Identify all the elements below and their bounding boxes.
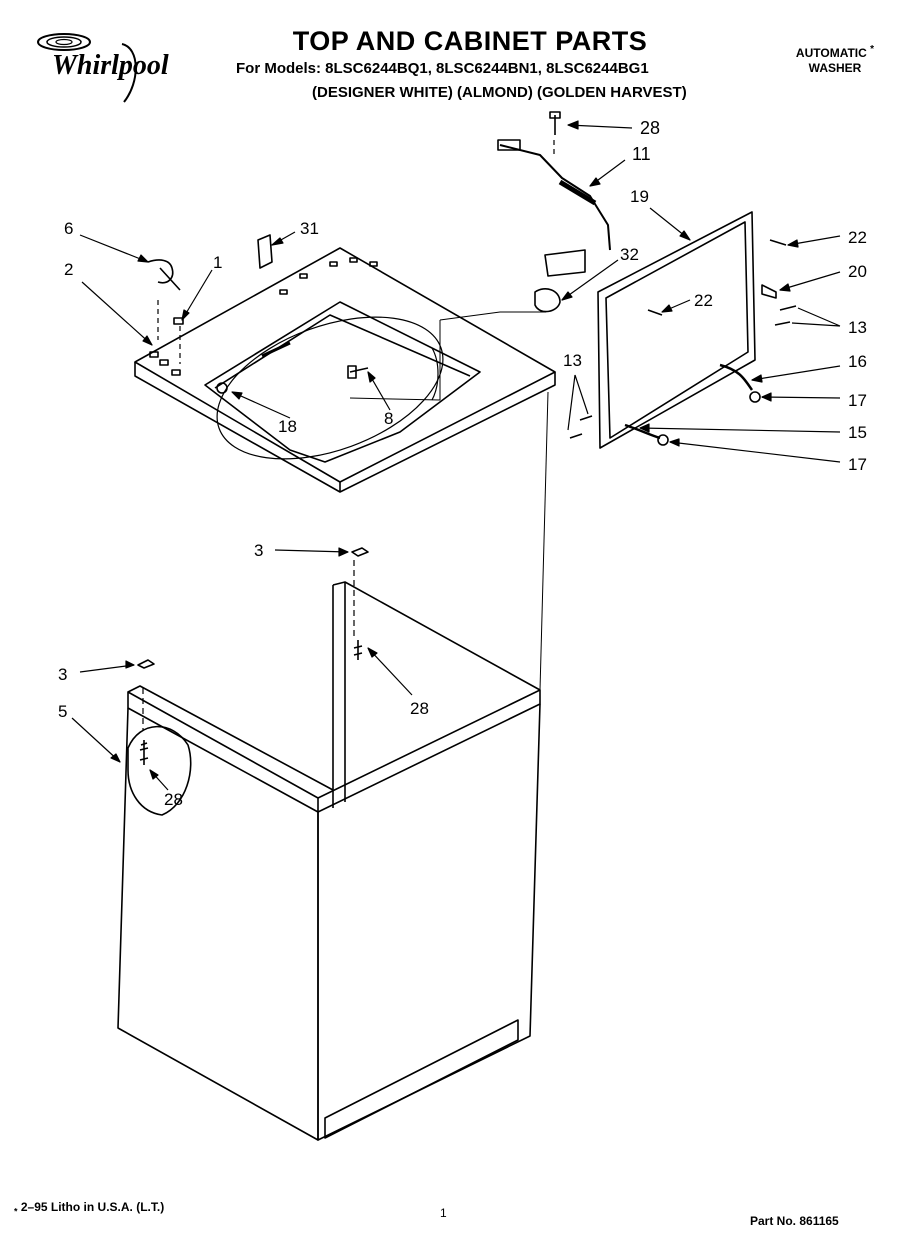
callout-3: 3 (254, 541, 263, 560)
callout-16: 16 (848, 352, 867, 371)
appliance-type-line2: WASHER (808, 61, 862, 75)
logo-wordmark: Whirlpool (52, 50, 169, 81)
callout-labels: 28 11 19 6 31 22 2 1 32 20 22 13 13 16 8… (58, 118, 867, 809)
small-hardware (137, 111, 797, 669)
washer-cabinet (117, 391, 549, 1141)
page-number: 1 (440, 1206, 447, 1220)
callout-15: 15 (848, 423, 867, 442)
power-cord (497, 139, 611, 277)
callout-28: 28 (640, 118, 660, 138)
callout-13: 13 (563, 351, 582, 370)
callout-2: 2 (64, 260, 73, 279)
callout-8: 8 (384, 409, 393, 428)
callout-22: 22 (848, 228, 867, 247)
color-list: (DESIGNER WHITE) (ALMOND) (GOLDEN HARVES… (312, 84, 687, 101)
print-info: * 2–95 Litho in U.S.A. (L.T.) (14, 1200, 164, 1216)
callout-13: 13 (848, 318, 867, 337)
print-info-mark: * (14, 1206, 18, 1217)
callout-20: 20 (848, 262, 867, 281)
appliance-type-mark: * (870, 44, 875, 55)
callout-22: 22 (694, 291, 713, 310)
washer-top-panel (134, 247, 556, 493)
callout-18: 18 (278, 417, 297, 436)
callout-31: 31 (300, 219, 319, 238)
appliance-type: AUTOMATIC * WASHER (778, 42, 892, 76)
callout-17: 17 (848, 391, 867, 410)
callout-28: 28 (164, 790, 183, 809)
callout-3: 3 (58, 665, 67, 684)
callout-28: 28 (410, 699, 429, 718)
callout-19: 19 (630, 187, 649, 206)
console-panel (349, 211, 756, 449)
callout-11: 11 (632, 144, 651, 164)
callout-32: 32 (620, 245, 639, 264)
whirlpool-logo: Whirlpool (22, 22, 202, 112)
callout-leaders (71, 120, 841, 791)
page-title: TOP AND CABINET PARTS (292, 26, 648, 56)
callout-17: 17 (848, 455, 867, 474)
model-list: For Models: 8LSC6244BQ1, 8LSC6244BN1, 8L… (236, 60, 649, 77)
appliance-type-line1: AUTOMATIC (795, 46, 867, 60)
callout-6: 6 (64, 219, 73, 238)
print-info-text: 2–95 Litho in U.S.A. (L.T.) (20, 1200, 165, 1214)
callout-5: 5 (58, 702, 67, 721)
part-number: Part No. 861165 (750, 1214, 839, 1228)
callout-1: 1 (213, 253, 222, 272)
